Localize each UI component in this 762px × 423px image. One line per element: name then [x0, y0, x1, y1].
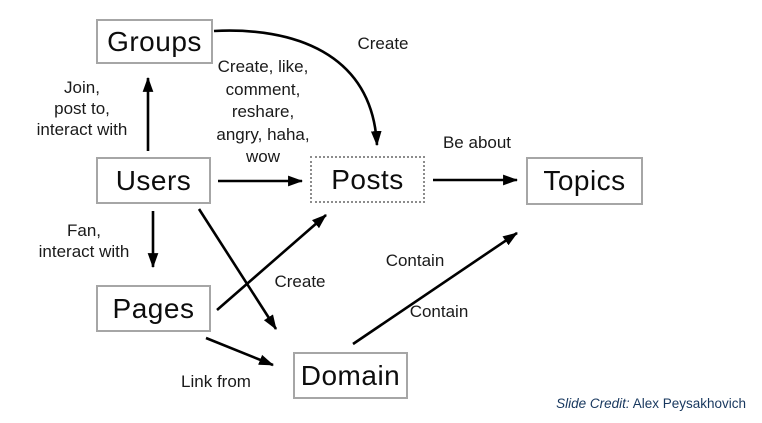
- arrow-domain-to-topics: [352, 231, 518, 346]
- arrow-groups-to-posts: [213, 29, 382, 147]
- node-groups: Groups: [96, 19, 213, 64]
- slide-credit-name: Alex Peysakhovich: [632, 396, 746, 411]
- edge-label-users-posts: Create, like, comment, reshare, angry, h…: [216, 57, 310, 166]
- edge-label-pages-domain: Link from: [181, 372, 251, 391]
- node-users: Users: [96, 157, 211, 204]
- edge-label-pages-posts: Create: [274, 272, 326, 291]
- edge-label-posts-topics: Be about: [442, 133, 512, 152]
- edge-label-domain-topics-lower: Contain: [409, 302, 469, 321]
- arrow-users-to-domain: [197, 208, 278, 330]
- slide-credit: Slide Credit: Alex Peysakhovich: [556, 396, 746, 411]
- arrow-pages-to-posts: [216, 214, 327, 311]
- edge-label-domain-topics-upper: Contain: [385, 251, 445, 270]
- node-pages: Pages: [96, 285, 211, 332]
- node-domain: Domain: [293, 352, 408, 399]
- edge-label-groups-posts: Create: [357, 34, 409, 53]
- slide-credit-prefix: Slide Credit:: [556, 396, 630, 411]
- edge-label-users-groups: Join, post to, interact with: [36, 78, 128, 139]
- edge-label-users-pages: Fan, interact with: [38, 221, 130, 261]
- node-posts: Posts: [310, 156, 425, 203]
- arrow-pages-to-domain: [205, 336, 274, 367]
- node-topics: Topics: [526, 157, 643, 205]
